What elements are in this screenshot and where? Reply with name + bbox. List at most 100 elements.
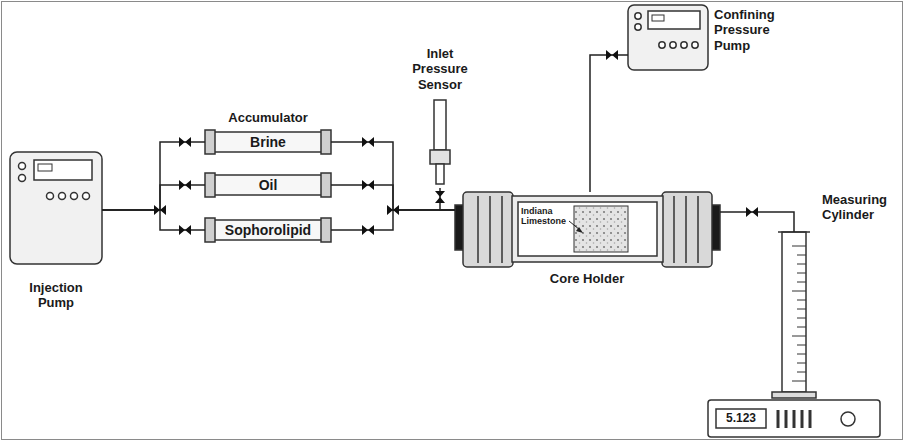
- measuring-cylinder-body: [792, 246, 806, 247]
- accumulator-cylinder: Brine: [205, 132, 331, 152]
- measuring-cylinder-body: [792, 381, 806, 382]
- injection-pump-body: [38, 164, 52, 171]
- injection-pump-body: [59, 193, 66, 200]
- confining-pump-body: [659, 42, 665, 48]
- core-holder-body: [574, 206, 628, 252]
- accumulator-cylinder: Oil: [205, 175, 331, 195]
- balance-body: [777, 410, 780, 428]
- measuring-cylinder-body: [797, 300, 806, 301]
- measuring-cylinder-body: [792, 291, 806, 292]
- accumulator-cylinder: Sophorolipid: [205, 220, 331, 240]
- core-holder-body: [463, 192, 513, 267]
- confining-pump-body: [635, 13, 641, 19]
- core-holder-body: [455, 192, 720, 267]
- valve-symbols: [179, 180, 191, 190]
- measuring-cylinder: Measuring Cylinder: [782, 232, 806, 398]
- injection-pump-body: [83, 193, 90, 200]
- confining-pump-body: [635, 24, 641, 30]
- accumulator-cylinders: [321, 130, 331, 154]
- valve-symbols: [606, 50, 618, 60]
- measuring-cylinder-body: [772, 232, 816, 398]
- core-holder-body: [518, 202, 657, 256]
- node-label: Injection Pump: [18, 280, 94, 311]
- measuring-cylinder-body: [797, 273, 806, 274]
- leader-line: [576, 227, 583, 233]
- injection-pump-body: [34, 160, 92, 180]
- injection-pump-body: [19, 175, 26, 182]
- balance-body: [708, 400, 880, 437]
- measuring-cylinder-body: [797, 327, 806, 328]
- core-holder-body: [673, 196, 675, 263]
- accumulator-cylinders: [321, 218, 331, 242]
- pressure-sensor: Inlet Pressure Sensor: [432, 100, 448, 188]
- measuring-cylinder-body: [797, 363, 806, 364]
- measuring-cylinder-body: [797, 318, 806, 319]
- part-label: Indiana Limestone: [521, 206, 569, 227]
- accumulator-cylinders: [321, 173, 331, 197]
- balance-body: [785, 410, 788, 428]
- pipe-line: [331, 142, 455, 210]
- node-label: Oil: [205, 175, 331, 195]
- measuring-cylinder-body: [797, 345, 806, 346]
- node-label: Inlet Pressure Sensor: [405, 46, 475, 92]
- pipe-line: [331, 210, 455, 230]
- measuring-cylinder-body: [797, 354, 806, 355]
- accumulator-cylinders: [205, 130, 331, 242]
- measuring-cylinder-body: [797, 255, 806, 256]
- node-label: Sophorolipid: [205, 220, 331, 240]
- balance-body: [841, 412, 855, 426]
- valve-symbols: [746, 207, 758, 217]
- valve-symbols: [362, 180, 374, 190]
- confining-pump-body: [652, 15, 664, 21]
- leader-line: [569, 221, 583, 233]
- pipe-line: [331, 185, 455, 210]
- valve-symbols: [362, 225, 374, 235]
- balance-body: [809, 410, 812, 428]
- core-holder-body: [685, 196, 687, 263]
- valve-symbols: [435, 191, 445, 203]
- node-label: Brine: [205, 132, 331, 152]
- confining-pump-body: [681, 42, 687, 48]
- confining-pump-body: [670, 42, 676, 48]
- confining-pump-body: [628, 5, 708, 70]
- core-holder: Core Holder: [455, 192, 720, 267]
- injection-pump-body: [10, 152, 102, 264]
- valve-symbols: [362, 137, 374, 147]
- pipe-line: [590, 55, 628, 192]
- confining-pump-body: [628, 5, 708, 70]
- measuring-cylinder-body: [797, 372, 806, 373]
- confining-pump-body: [692, 42, 698, 48]
- group-label: Accumulator: [208, 110, 328, 125]
- core-holder-body: [501, 196, 503, 263]
- valve-symbols: [179, 225, 191, 235]
- accumulator-cylinders: [205, 173, 215, 197]
- core-holder-body: [477, 196, 479, 263]
- balance-body: [801, 410, 804, 428]
- pressure-sensor-body: [436, 164, 444, 184]
- core-holder-body: [512, 196, 663, 262]
- confining-pump-body: [648, 11, 700, 29]
- measuring-cylinder-body: [792, 246, 806, 381]
- valve-symbols: [154, 205, 166, 215]
- node-label: Measuring Cylinder: [822, 192, 900, 223]
- balance-body: [793, 410, 796, 428]
- pipe-line: [102, 142, 205, 210]
- core-holder-body: [697, 196, 699, 263]
- measuring-cylinder-body: [797, 282, 806, 283]
- pressure-sensor-body: [430, 100, 450, 184]
- measuring-cylinder-body: [792, 336, 806, 337]
- accumulator-cylinders: [205, 130, 215, 154]
- pump-device: Injection Pump: [10, 152, 102, 264]
- pressure-sensor-body: [430, 150, 450, 164]
- injection-pump-body: [47, 193, 54, 200]
- core-holder-body: [489, 196, 491, 263]
- valve-symbols: [387, 205, 399, 215]
- measuring-cylinder-body: [797, 264, 806, 265]
- core-holder-body: [574, 206, 628, 252]
- node-label: 5.123: [716, 409, 766, 428]
- balance-body: [708, 400, 880, 437]
- accumulator-cylinders: [205, 218, 215, 242]
- measuring-cylinder-body: [797, 309, 806, 310]
- balance-body: [716, 409, 766, 428]
